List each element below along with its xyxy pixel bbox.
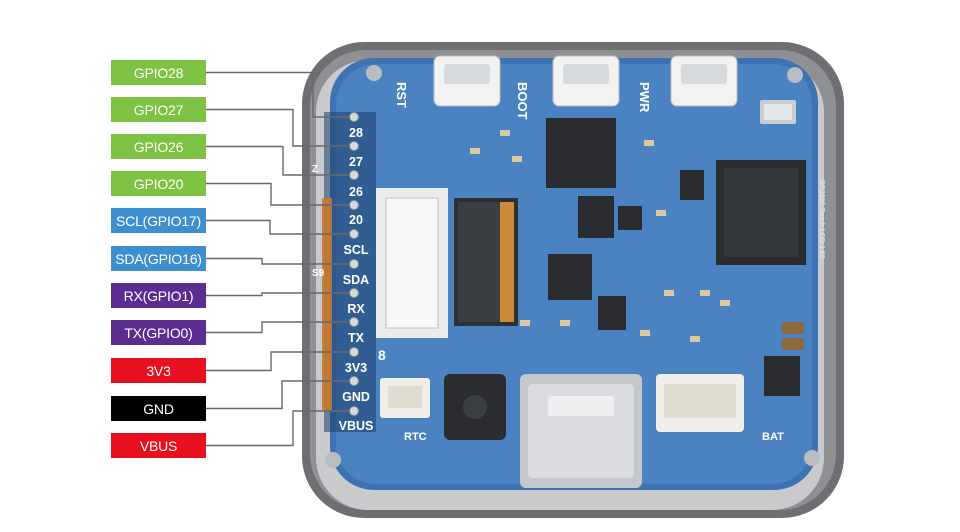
s9-mark: S9: [312, 268, 325, 279]
z-mark: Z: [312, 164, 318, 175]
pwr-label: PWR: [637, 82, 652, 113]
pin-label-gpio27: GPIO27: [111, 97, 206, 122]
pin-label-gpio28: GPIO28: [111, 60, 206, 85]
header-pin-label: 28: [349, 126, 363, 140]
header-pin-label: RX: [347, 302, 365, 316]
pin-label-gnd: GND: [111, 396, 206, 421]
header-pin-hole: [349, 259, 359, 269]
header-pin-hole: [349, 141, 359, 151]
header-pin-label: 20: [349, 213, 363, 227]
header-pin-label: TX: [348, 331, 365, 345]
pin-connector-line: [206, 410, 350, 447]
rtc-label: RTC: [404, 431, 427, 443]
header-pin-hole: [349, 170, 359, 180]
header-pin-hole: [349, 406, 359, 416]
model-text: RP2350-Touch-LCD-1.69: [818, 180, 825, 259]
pin-connector-line: [206, 145, 350, 176]
header-pin-label: 27: [349, 155, 363, 169]
pin-connector-line: [206, 321, 350, 334]
header-pin-label: 26: [349, 185, 363, 199]
header-pin-hole: [349, 200, 359, 210]
header-pin-hole: [349, 376, 359, 386]
pin-label-scl-gpio17: SCL(GPIO17): [111, 208, 206, 233]
header-pin-label: SDA: [343, 273, 369, 287]
pin-connector-line: [206, 108, 350, 147]
pin-label-sda-gpio16: SDA(GPIO16): [111, 246, 206, 271]
header-pin-hole: [349, 317, 359, 327]
pin-connector-line: [206, 380, 350, 410]
pin-label-vbus: VBUS: [111, 433, 206, 458]
pin-connector-line: [206, 219, 350, 235]
bat-label: BAT: [762, 431, 784, 443]
pin-connector-line: [206, 71, 350, 118]
header-pin-label: VBUS: [339, 419, 374, 433]
header-pin-label: GND: [342, 390, 370, 404]
pin-label-rx-gpio1: RX(GPIO1): [111, 283, 206, 308]
pin-connector-line: [206, 257, 350, 265]
rst-label: RST: [394, 82, 409, 108]
header-pin-hole: [349, 112, 359, 122]
header-pin-hole: [349, 347, 359, 357]
header-pin-hole: [349, 229, 359, 239]
header-pin-label: SCL: [344, 243, 369, 257]
pin-connector-line: [206, 351, 350, 372]
header-pin-hole: [349, 288, 359, 298]
pin-connector-line: [206, 182, 350, 206]
pin-label-tx-gpio0: TX(GPIO0): [111, 320, 206, 345]
pin-label-gpio26: GPIO26: [111, 134, 206, 159]
eight-mark: 8: [378, 347, 386, 363]
header-pin-label: 3V3: [345, 361, 367, 375]
pin-label-3v3: 3V3: [111, 358, 206, 383]
boot-label: BOOT: [515, 82, 530, 120]
pin-label-gpio20: GPIO20: [111, 171, 206, 196]
pin-connector-line: [206, 292, 350, 297]
